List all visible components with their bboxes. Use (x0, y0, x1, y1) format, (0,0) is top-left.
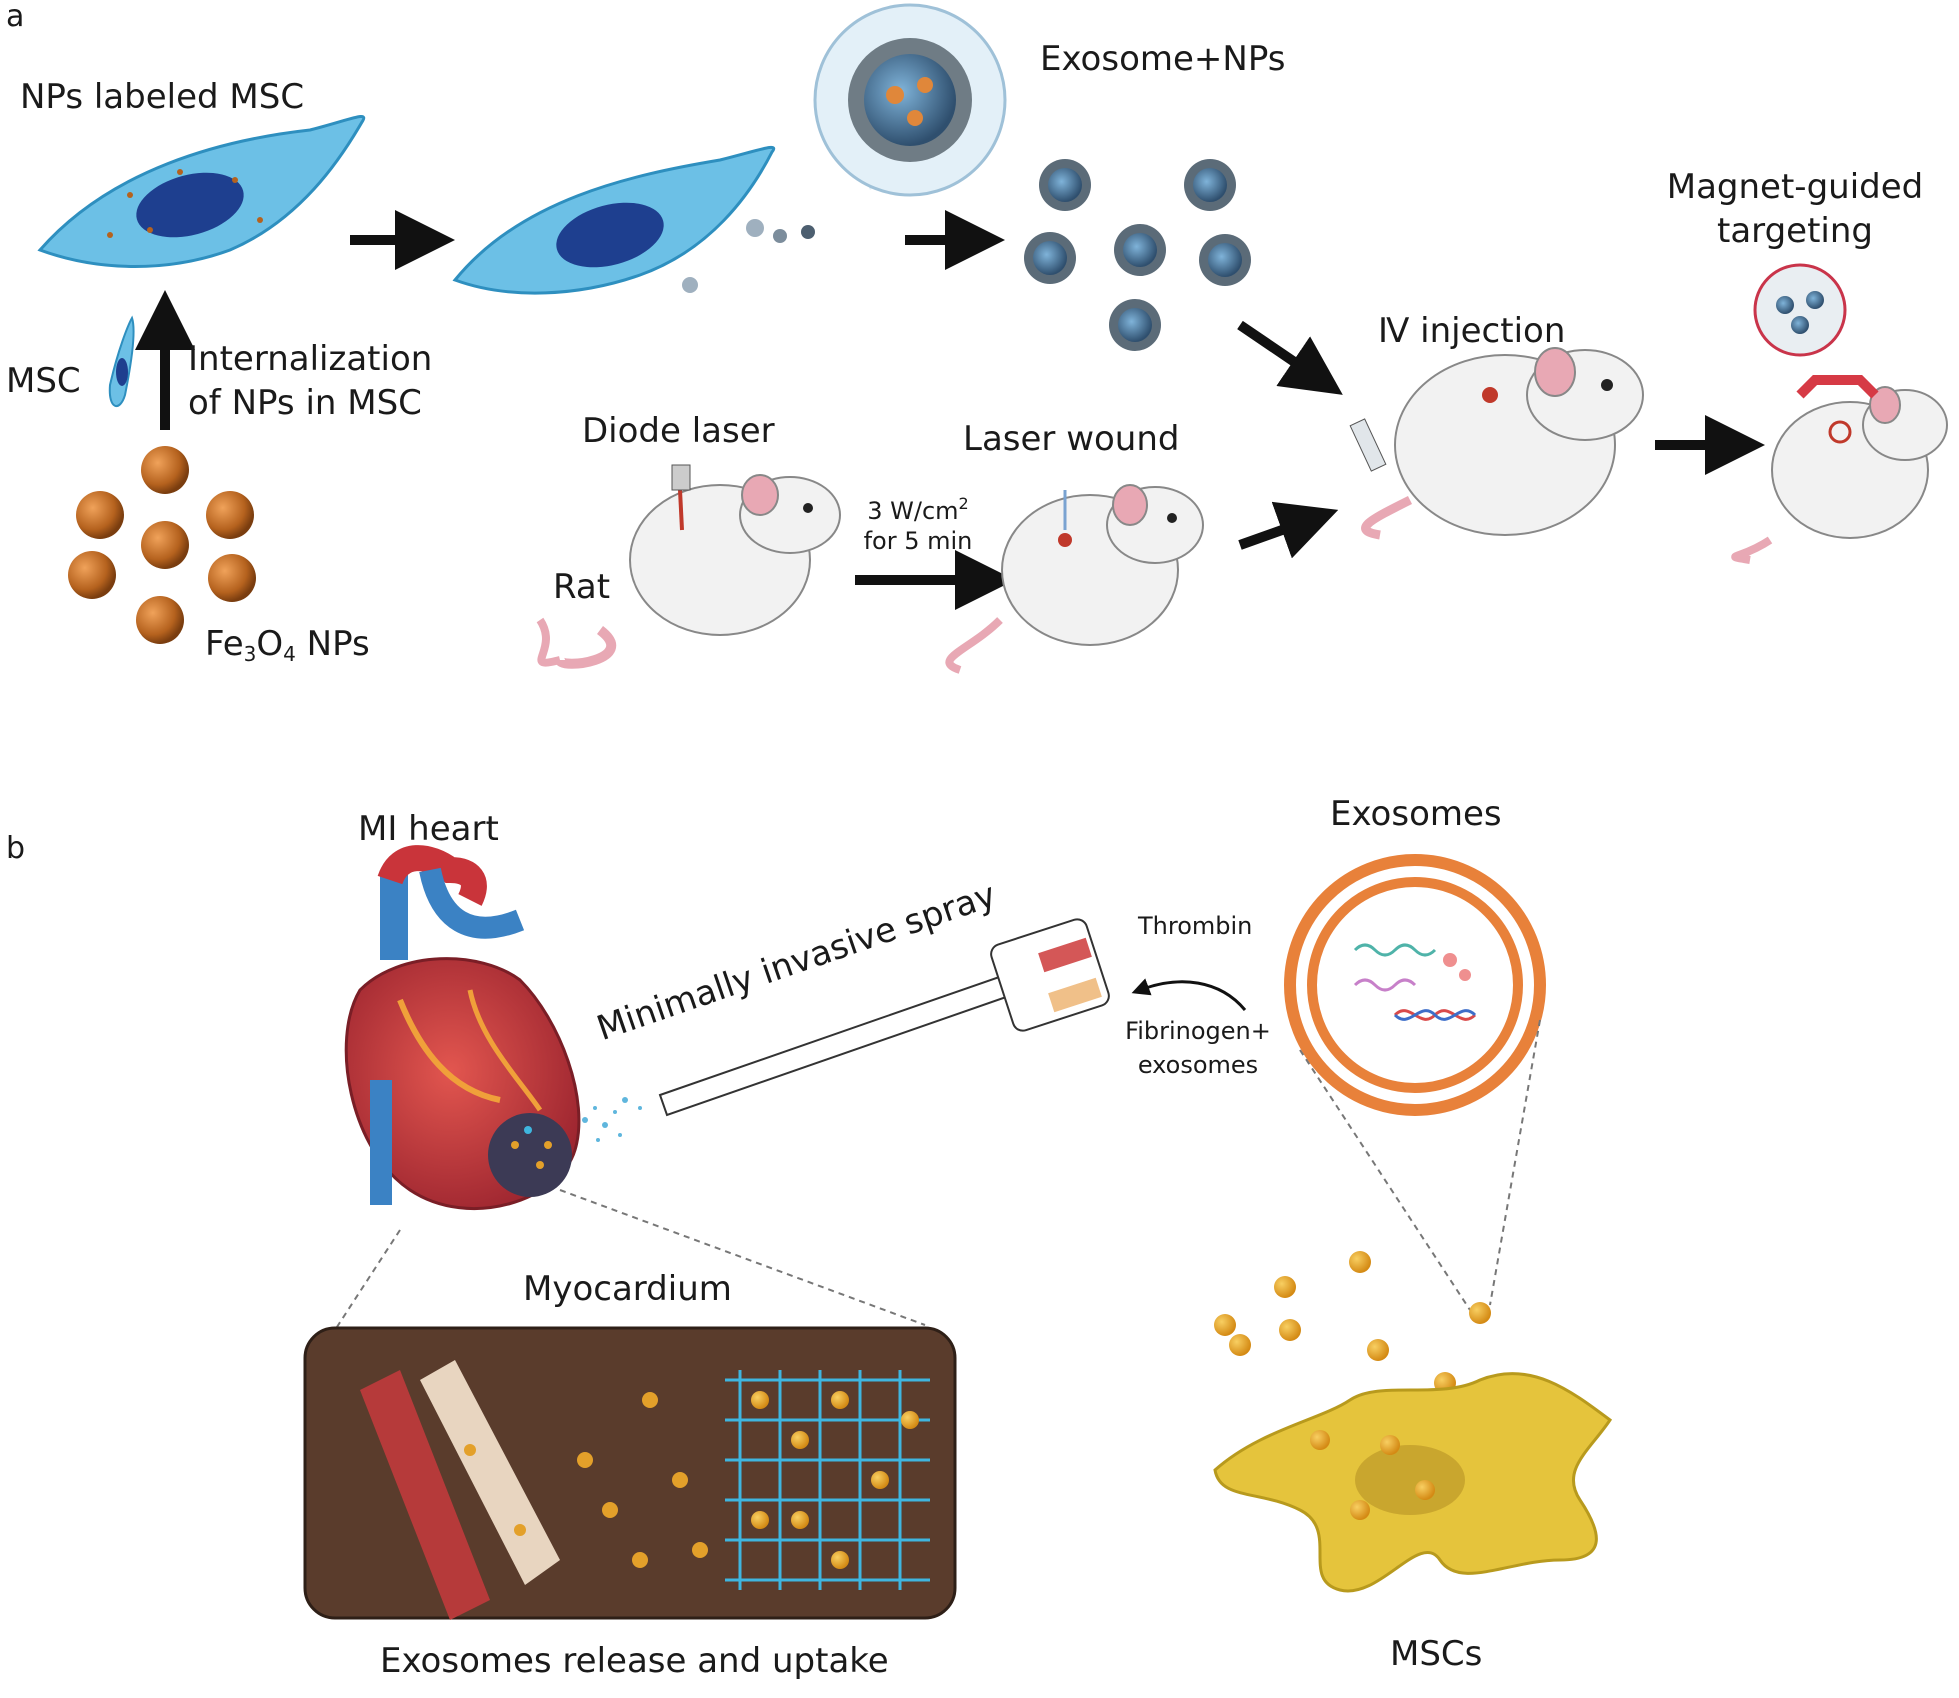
label-msc: MSC (6, 361, 81, 401)
label-mi-heart: MI heart (358, 809, 499, 849)
label-internalization-1: Internalization (188, 339, 433, 379)
label-nps-labeled-msc: NPs labeled MSC (20, 77, 305, 117)
panel-label-a: a (6, 0, 25, 34)
fibrinogen-arrow (1131, 978, 1247, 1011)
label-diode-laser: Diode laser (582, 411, 775, 451)
panel-label-b: b (6, 831, 26, 866)
label-exosome-nps: Exosome+NPs (1040, 39, 1286, 79)
rat-diode-laser (536, 464, 841, 669)
label-fibrinogen-2: exosomes (1137, 1051, 1259, 1079)
mi-heart (344, 845, 581, 1211)
vesicle-zoom-left (1299, 1049, 1471, 1311)
label-laser-dose: 3 W/cm2 (867, 494, 969, 525)
zoom-line-right (559, 1189, 926, 1326)
rat-laser-wound (945, 484, 1204, 674)
label-magnet-2: targeting (1717, 211, 1873, 251)
label-fe3o4-nps: Fe3O4 NPs (205, 624, 370, 666)
label-iv-injection: Ⅳ injection (1378, 311, 1566, 351)
small-msc-cell (108, 315, 135, 407)
label-internalization-2: of NPs in MSC (188, 383, 422, 423)
fe3o4-nanoparticles (68, 446, 256, 644)
spray-device (658, 918, 1110, 1117)
exosome-vesicle (1284, 854, 1546, 1116)
exosome-secreting-msc-cell (452, 145, 815, 295)
nps-labeled-msc-cell (37, 115, 366, 268)
arrow-wound-to-injection (1238, 501, 1339, 559)
label-laser-wound: Laser wound (963, 419, 1180, 459)
rat-iv-injection (1349, 347, 1644, 540)
label-myocardium: Myocardium (523, 1269, 732, 1309)
spray-mist (582, 1097, 642, 1142)
vesicle-zoom-right (1489, 1019, 1541, 1306)
label-magnet-1: Magnet-guided (1666, 167, 1924, 207)
label-thrombin: Thrombin (1138, 912, 1253, 940)
label-fibrinogen-1: Fibrinogen+ (1125, 1017, 1271, 1045)
zoom-line-left (334, 1229, 401, 1331)
label-release-uptake: Exosomes release and uptake (380, 1641, 889, 1681)
arrow-exosomes-to-injection (1237, 320, 1343, 395)
msc-yellow-cell (1213, 1372, 1613, 1593)
label-rat: Rat (553, 567, 611, 607)
label-exosomes: Exosomes (1330, 794, 1502, 834)
exosome-nps-cluster (1024, 159, 1251, 351)
myocardium-box (303, 1326, 957, 1620)
rat-magnet-guided (1731, 263, 1948, 564)
label-laser-time: for 5 min (863, 527, 973, 555)
label-mscs: MSCs (1390, 1634, 1483, 1674)
exosome-zoom-callout (813, 3, 1007, 197)
